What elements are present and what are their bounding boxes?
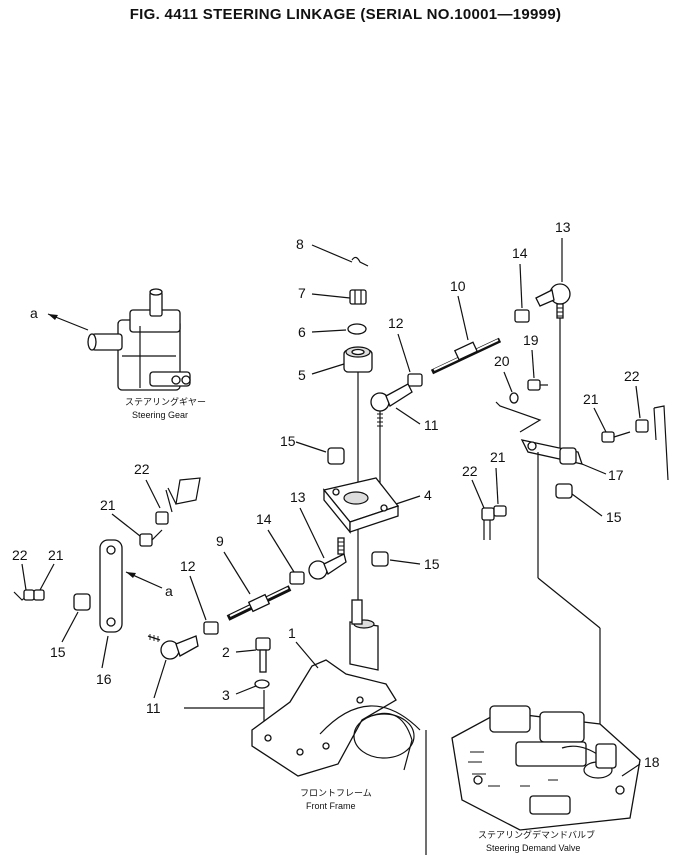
steering-gear-caption-jp: ステアリングギヤー xyxy=(125,396,206,407)
cotter-pin-part xyxy=(351,256,369,267)
callout-15-left: 15 xyxy=(50,644,66,660)
nut-15-mid xyxy=(327,447,345,465)
callout-6: 6 xyxy=(298,324,306,340)
callout-1: 1 xyxy=(288,625,296,641)
nut-15-lowermid xyxy=(371,551,389,567)
callout-11-upper: 11 xyxy=(424,417,439,433)
callout-21-midright: 21 xyxy=(490,449,506,465)
callout-7: 7 xyxy=(298,285,306,301)
callout-12-upper: 12 xyxy=(388,315,404,331)
figure-title: FIG. 4411 STEERING LINKAGE (SERIAL NO.10… xyxy=(129,6,562,23)
front-frame-caption-jp: フロントフレーム xyxy=(300,788,372,798)
lever-17 xyxy=(520,439,583,465)
callout-22-right: 22 xyxy=(624,368,640,384)
tie-rod-part xyxy=(430,337,502,375)
steering-gear-part xyxy=(87,288,191,391)
callout-17: 17 xyxy=(608,467,624,483)
callout-22-midleft: 22 xyxy=(134,461,150,477)
ball-joint-upper xyxy=(370,383,413,430)
callout-18: 18 xyxy=(644,754,660,770)
plate-4 xyxy=(322,477,400,534)
steering-gear-caption-en: Steering Gear xyxy=(132,410,188,420)
lock-nut-upper xyxy=(407,373,423,387)
callout-19: 19 xyxy=(523,332,539,348)
view-arrow-label-a-top: a xyxy=(30,305,38,321)
rod-end-upper xyxy=(535,283,571,319)
bolt-2 xyxy=(255,637,271,673)
bolt-21-midleft xyxy=(139,529,163,547)
nut-12-lower xyxy=(203,621,219,635)
callout-16: 16 xyxy=(96,671,112,687)
castle-nut-part xyxy=(349,289,367,305)
ball-joint-lower xyxy=(147,634,199,660)
sleeve-part xyxy=(165,477,201,513)
front-frame-part-1 xyxy=(251,599,427,855)
callout-2: 2 xyxy=(222,644,230,660)
bolt-nut-midright xyxy=(481,505,507,540)
callout-15-mid: 15 xyxy=(280,433,296,449)
view-arrow-label-a-bottom: a xyxy=(165,583,173,599)
callout-14-mid: 14 xyxy=(256,511,272,527)
nut-22-midleft xyxy=(155,511,169,525)
rod-end-mid xyxy=(308,537,347,580)
bolt-nut-left xyxy=(13,589,45,601)
callout-15-lowermid: 15 xyxy=(424,556,440,572)
callout-9: 9 xyxy=(216,533,224,549)
callout-15-right: 15 xyxy=(606,509,622,525)
washer-part xyxy=(347,323,367,335)
callout-22-left: 22 xyxy=(12,547,28,563)
callout-13-mid: 13 xyxy=(290,489,306,505)
bracket-right xyxy=(653,405,669,481)
washer-3 xyxy=(254,679,270,689)
callout-14-upper: 14 xyxy=(512,245,528,261)
callout-20: 20 xyxy=(494,353,510,369)
callout-4: 4 xyxy=(424,487,432,503)
washer-20 xyxy=(509,392,519,404)
nut-22-right xyxy=(635,419,649,433)
steering-demand-valve-part xyxy=(451,705,641,831)
callout-8: 8 xyxy=(296,236,304,252)
callout-21-right: 21 xyxy=(583,391,599,407)
callout-10: 10 xyxy=(450,278,466,294)
nut-15-right xyxy=(555,483,573,499)
bolt-21-right xyxy=(601,431,631,443)
bolt-19 xyxy=(527,379,548,391)
callout-12-lower: 12 xyxy=(180,558,196,574)
callout-21-left: 21 xyxy=(48,547,64,563)
nut-14-mid xyxy=(289,571,305,585)
callout-5: 5 xyxy=(298,367,306,383)
callout-11-lower: 11 xyxy=(146,700,161,716)
callout-13-upper: 13 xyxy=(555,219,571,235)
rod-9 xyxy=(226,585,292,621)
nut-14-upper xyxy=(514,309,530,323)
callout-21-midleft: 21 xyxy=(100,497,116,513)
front-frame-caption-en: Front Frame xyxy=(306,801,356,811)
bearing-part xyxy=(343,346,373,373)
callout-22-midright: 22 xyxy=(462,463,478,479)
demand-valve-caption-en: Steering Demand Valve xyxy=(486,843,580,853)
demand-valve-caption-jp: ステアリングデマンドバルブ xyxy=(478,829,595,840)
arm-16 xyxy=(99,539,123,633)
nut-15-left xyxy=(73,593,91,611)
callout-3: 3 xyxy=(222,687,230,703)
